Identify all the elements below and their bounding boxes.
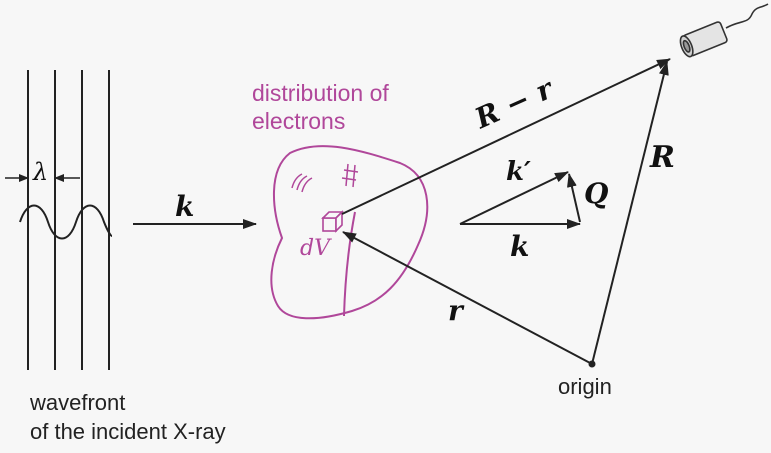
- k-prime-vector: [459, 171, 569, 225]
- electron-distribution-blob: [270, 145, 429, 320]
- blob-inner-curve: [343, 211, 356, 317]
- r-label: r: [448, 294, 463, 327]
- origin-point: [588, 360, 596, 368]
- cube-icon: [321, 210, 344, 233]
- R-vector: [591, 61, 669, 365]
- k-label: k: [510, 230, 530, 263]
- detector-icon: [679, 3, 769, 58]
- distribution-label: distribution of: [252, 80, 389, 106]
- volume-element-label: dV: [300, 236, 330, 261]
- R-minus-r-vector: [341, 58, 671, 215]
- r-vector: [342, 231, 593, 365]
- wavefront-label: wavefront: [30, 390, 126, 415]
- Q-vector: [567, 173, 581, 223]
- incident-k-label: k: [175, 190, 195, 223]
- wavefront-lines: [27, 70, 110, 370]
- origin-label: origin: [558, 374, 612, 399]
- wavelength-label: λ: [33, 158, 49, 186]
- blob-hatching: [291, 163, 359, 193]
- incident-wave: [19, 204, 113, 240]
- wavefront-label-line2: of the incident X-ray: [30, 419, 226, 444]
- Q-label: Q: [584, 177, 609, 210]
- R-label: R: [650, 140, 675, 175]
- distribution-label-line2: electrons: [252, 108, 346, 134]
- k-prime-label: k′: [506, 157, 531, 187]
